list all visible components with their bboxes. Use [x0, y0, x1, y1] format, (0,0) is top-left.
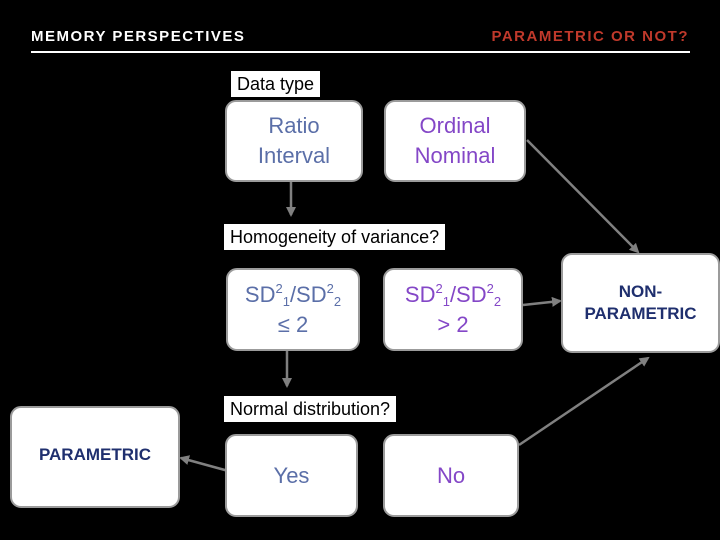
- homogeneity-label: Homogeneity of variance?: [224, 224, 446, 250]
- sd-ratio-le-box: SD21/SD22 ≤ 2: [226, 268, 360, 351]
- sd-ratio-gt-condition: > 2: [437, 311, 469, 337]
- nominal-text: Nominal: [414, 143, 496, 168]
- normal-distribution-label: Normal distribution?: [224, 396, 397, 422]
- non-text: NON-: [618, 282, 663, 301]
- ratio-interval-box: Ratio Interval: [225, 100, 363, 182]
- sd-ratio-le-formula: SD21/SD22: [244, 280, 342, 309]
- yes-text: Yes: [273, 462, 310, 488]
- arrow-sd-gt-to-nonparametric: [522, 296, 562, 307]
- parametric-box: PARAMETRIC: [10, 406, 180, 508]
- sd-ratio-le-condition: ≤ 2: [277, 311, 309, 337]
- arrow-no-to-nonparametric: [518, 356, 650, 447]
- sd-ratio-gt-box: SD21/SD22 > 2: [383, 268, 523, 351]
- arrow-nominal-to-nonparametric: [526, 139, 640, 254]
- no-box: No: [383, 434, 519, 517]
- yes-box: Yes: [225, 434, 358, 517]
- interval-text: Interval: [257, 143, 331, 168]
- header-subtitle: PARAMETRIC OR NOT?: [491, 28, 689, 45]
- non-parametric-box: NON- PARAMETRIC: [561, 253, 720, 353]
- sd-ratio-gt-formula: SD21/SD22: [404, 280, 502, 309]
- parametric-text: PARAMETRIC: [38, 445, 152, 464]
- nonparametric-text: PARAMETRIC: [584, 304, 697, 323]
- header-title: MEMORY PERSPECTIVES: [31, 28, 246, 45]
- data-type-label: Data type: [231, 71, 321, 97]
- no-text: No: [436, 462, 466, 488]
- ordinal-text: Ordinal: [419, 113, 491, 138]
- header-divider: [31, 51, 690, 53]
- ordinal-nominal-box: Ordinal Nominal: [384, 100, 526, 182]
- ratio-text: Ratio: [268, 113, 320, 138]
